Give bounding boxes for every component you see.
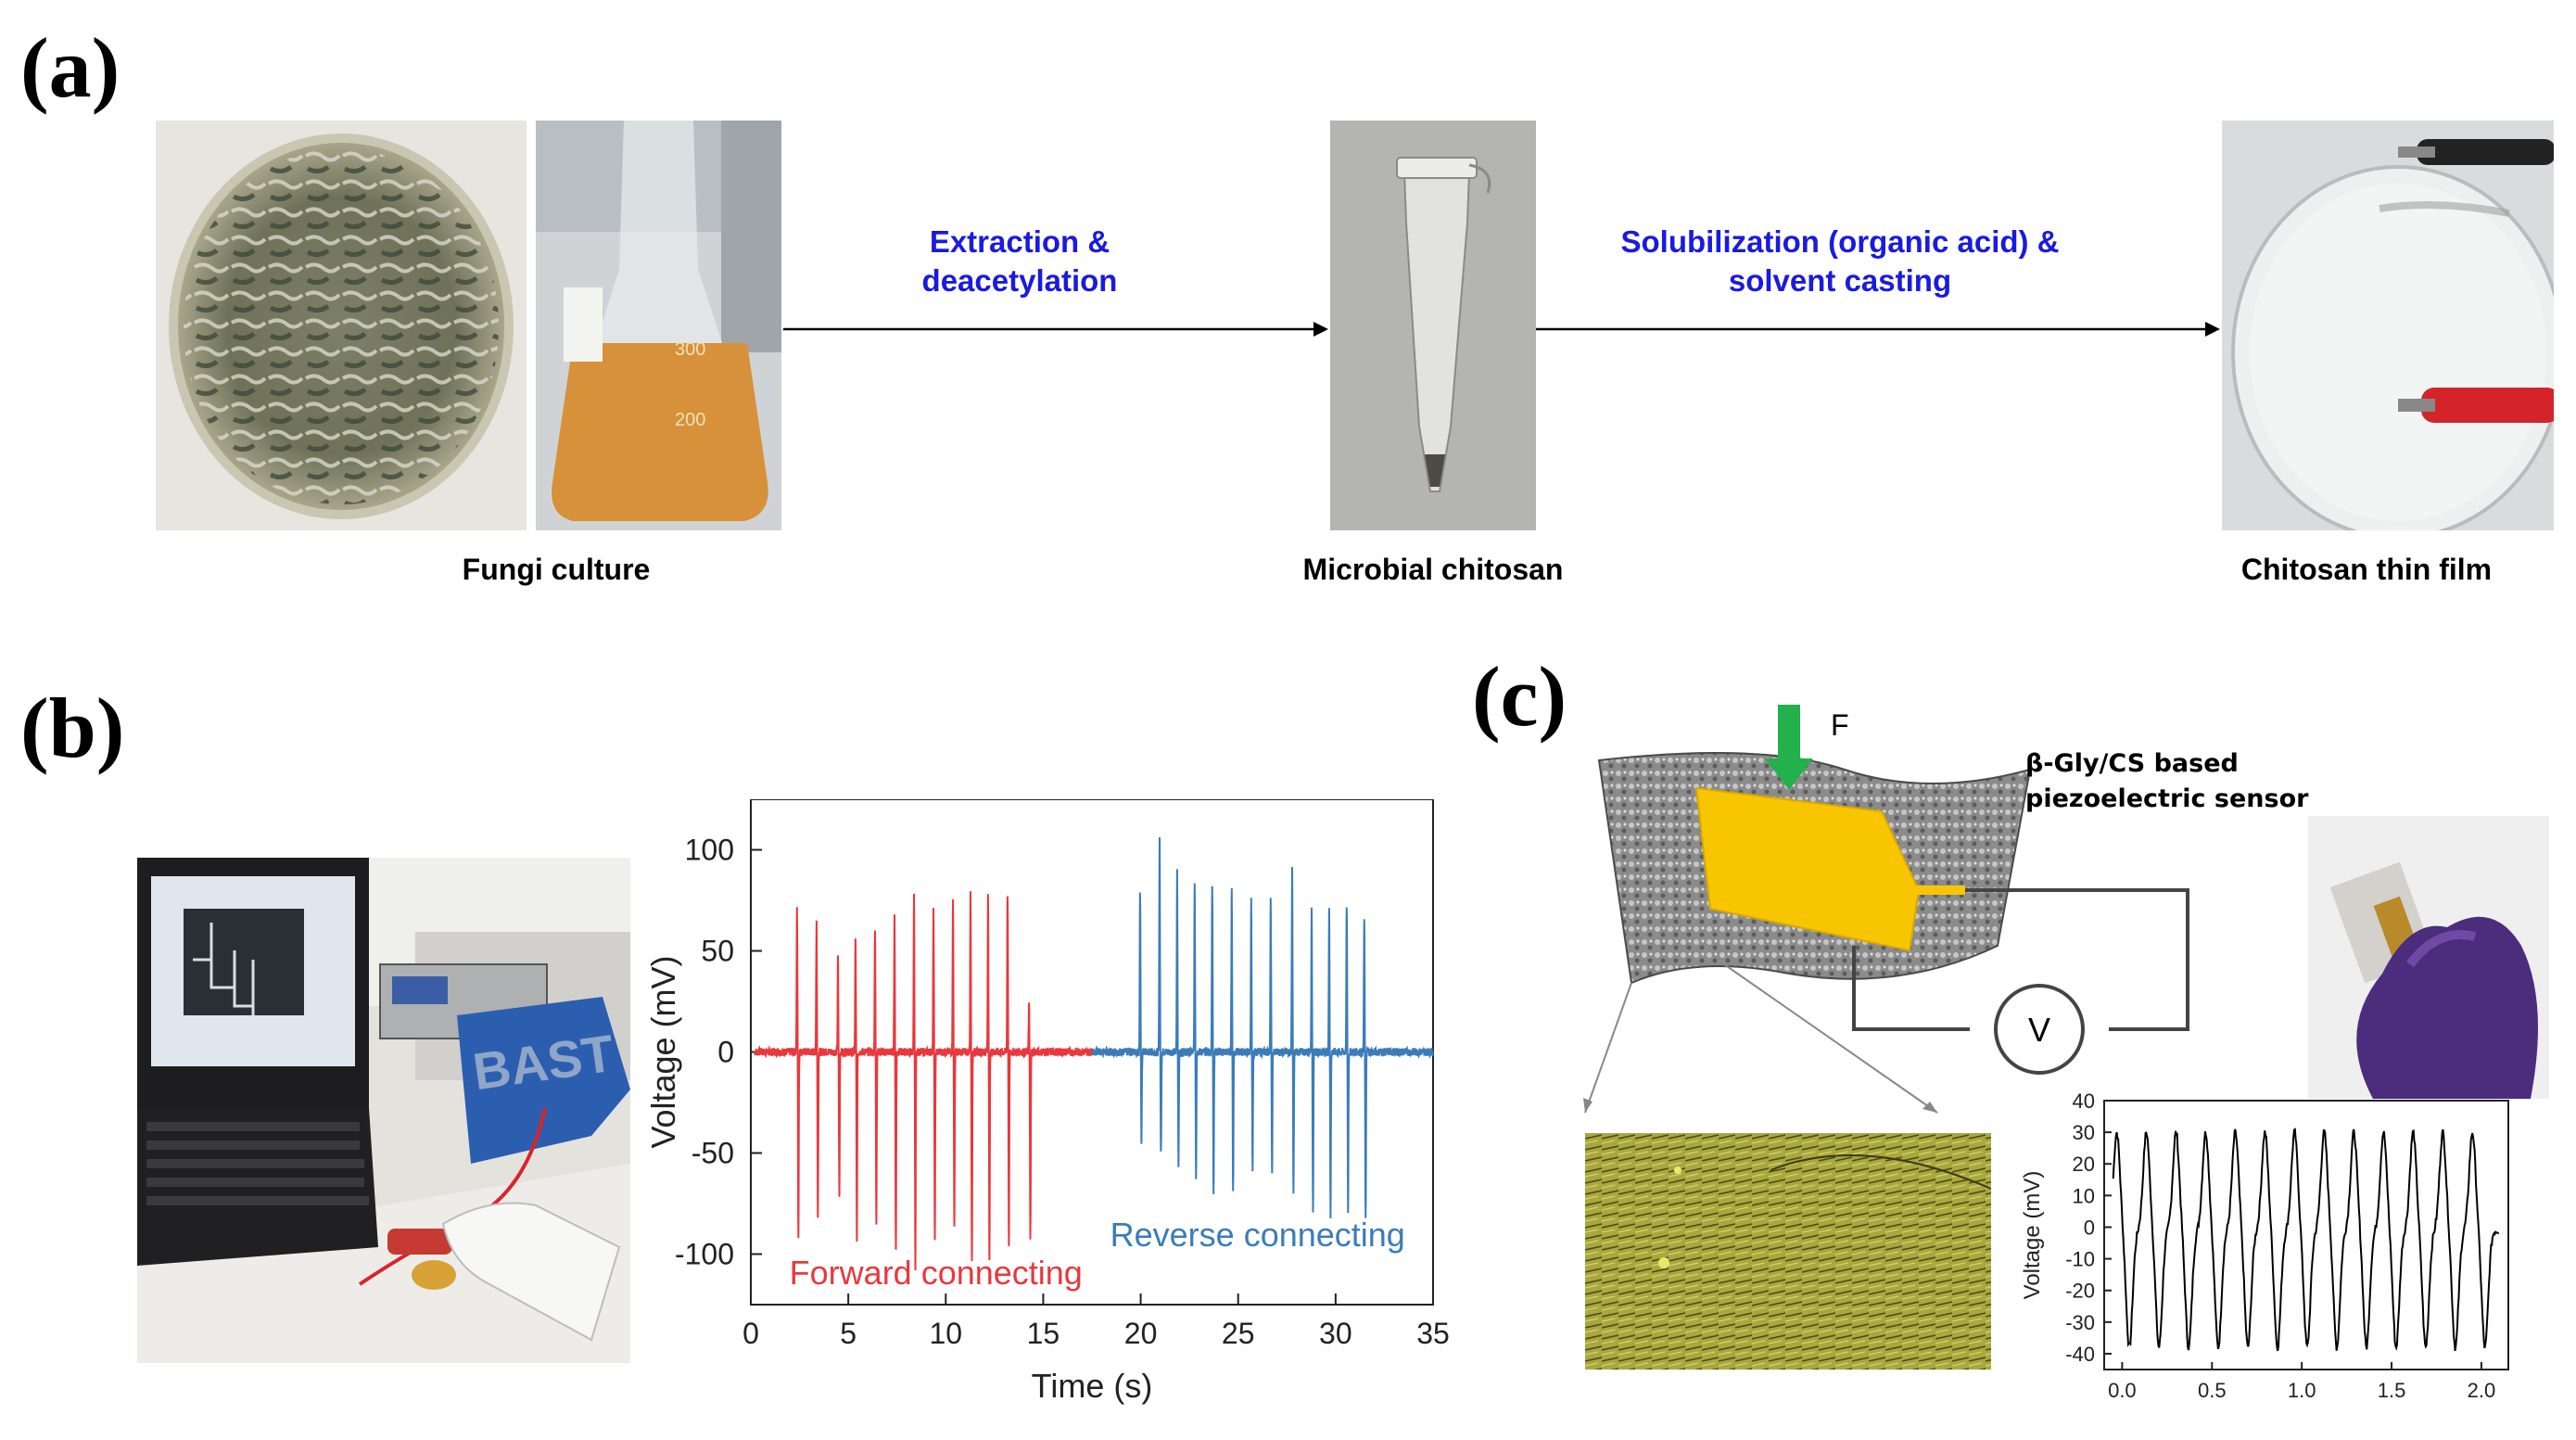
chitosan-thin-film-photo xyxy=(2222,121,2554,530)
microscope-image xyxy=(1585,1133,1991,1370)
voltage-time-chart-c: 40 30 20 10 0 -10 -20 -30 -40 0.0 0.5 1.0 1.5 2.0 Volt… xyxy=(2020,1090,2509,1402)
y-tick-label-c: -10 xyxy=(2065,1248,2095,1271)
y-tick-label: -50 xyxy=(692,1137,734,1170)
y-tick-label-c: 10 xyxy=(2073,1184,2095,1207)
gold-electrode xyxy=(1694,786,1921,952)
x-tick-label-c: 1.0 xyxy=(2288,1379,2316,1402)
caption-chitosan-thin-film: Chitosan thin film xyxy=(2240,553,2493,586)
y-tick-label-c: -20 xyxy=(2065,1280,2095,1303)
x-tick-label-c: 0.5 xyxy=(2198,1379,2227,1402)
x-tick-label: 0 xyxy=(742,1317,759,1350)
x-tick-label: 15 xyxy=(1027,1317,1060,1350)
flexible-sensor-glove-photo xyxy=(2308,816,2549,1099)
panel-label-a: (a) xyxy=(20,20,121,115)
force-arrow xyxy=(1765,705,1813,790)
x-tick-label-c: 0.0 xyxy=(2108,1379,2137,1402)
series-line-forward xyxy=(754,891,1093,1271)
x-tick-label: 35 xyxy=(1416,1317,1450,1350)
measurement-setup-photo: BAST xyxy=(137,858,630,1363)
voltmeter-label: V xyxy=(2028,1011,2051,1049)
flask-mark-300: 300 xyxy=(675,339,706,360)
series-line-reverse xyxy=(1091,836,1434,1218)
step-solubilization-line1: Solubilization (organic acid) & xyxy=(1620,224,2060,259)
x-tick-label-c: 2.0 xyxy=(2468,1379,2496,1402)
step-solubilization-line2: solvent casting xyxy=(1728,263,1952,298)
sensor-schematic xyxy=(1583,705,2189,1114)
y-tick-label-c: 40 xyxy=(2073,1090,2095,1113)
x-tick-label: 20 xyxy=(1124,1317,1158,1350)
voltmeter-icon xyxy=(1994,984,2085,1075)
force-label: F xyxy=(1831,708,1849,742)
y-tick-label: -100 xyxy=(675,1238,734,1271)
fungi-petri-dish-photo xyxy=(156,121,527,530)
x-axis-label: Time (s) xyxy=(1032,1367,1153,1405)
y-axis-label-c: Voltage (mV) xyxy=(2020,1171,2045,1300)
panel-label-c: (c) xyxy=(1472,649,1567,744)
annotation-reverse: Reverse connecting xyxy=(1110,1216,1405,1254)
step-extraction-line2: deacetylation xyxy=(921,263,1118,298)
caption-microbial-chitosan: Microbial chitosan xyxy=(1302,553,1564,586)
x-tick-label: 25 xyxy=(1222,1317,1255,1350)
panel-label-b: (b) xyxy=(20,681,125,775)
caption-fungi-culture: Fungi culture xyxy=(462,553,651,586)
microbial-chitosan-tube-photo xyxy=(1330,121,1536,530)
y-tick-label: 0 xyxy=(717,1036,734,1069)
annotation-forward: Forward connecting xyxy=(790,1254,1083,1292)
y-tick-label: 50 xyxy=(701,935,734,968)
y-tick-label-c: -30 xyxy=(2065,1311,2095,1334)
x-tick-label-c: 1.5 xyxy=(2378,1379,2406,1402)
x-tick-label: 5 xyxy=(840,1317,857,1350)
step-extraction-line1: Extraction & xyxy=(929,224,1110,259)
y-tick-label-c: 0 xyxy=(2084,1216,2095,1239)
process-arrow-1 xyxy=(783,322,1328,337)
sensor-label-line2: piezoelectric sensor xyxy=(2025,784,2309,813)
process-arrow-2 xyxy=(1536,322,2220,337)
y-tick-label-c: 20 xyxy=(2073,1153,2095,1176)
series-line-c xyxy=(2112,1128,2500,1352)
plot-frame-c xyxy=(2103,1100,2509,1370)
y-tick-label: 100 xyxy=(685,834,734,867)
fungi-flask-photo: 300 200 xyxy=(536,121,781,530)
y-axis-label: Voltage (mV) xyxy=(644,955,682,1148)
y-tick-label-c: 30 xyxy=(2073,1121,2095,1144)
y-tick-label-c: -40 xyxy=(2065,1343,2095,1366)
flask-mark-200: 200 xyxy=(675,410,706,430)
sensor-label-line1: β-Gly/CS based xyxy=(2025,749,2239,778)
x-tick-label: 30 xyxy=(1319,1317,1352,1350)
x-tick-label: 10 xyxy=(929,1317,962,1350)
